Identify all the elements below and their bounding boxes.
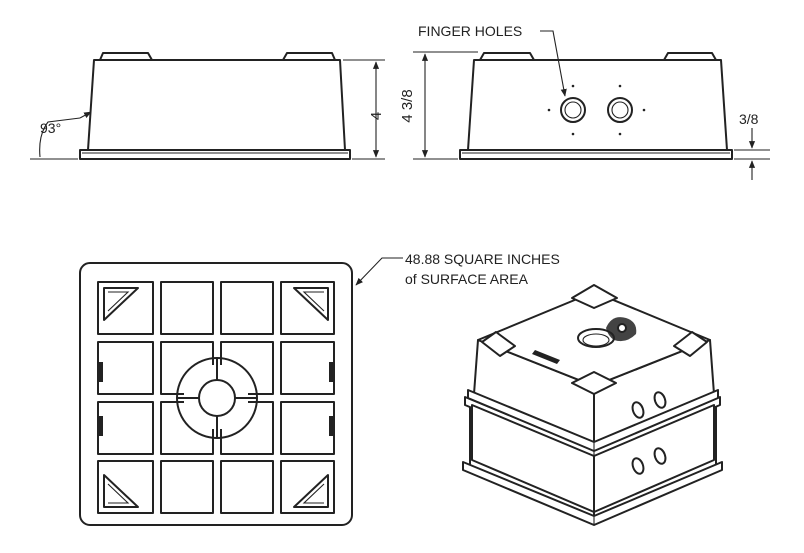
top-view-grid (79, 262, 353, 526)
surface-area-line2: of SURFACE AREA (405, 271, 529, 287)
finger-holes-leader (540, 30, 567, 97)
corner-gusset-top-left (103, 287, 139, 321)
center-ring (176, 357, 258, 439)
finger-holes-label: FINGER HOLES (418, 23, 522, 39)
surface-area-leader (355, 257, 403, 286)
base-thickness-label: 3/8 (739, 111, 759, 127)
corner-gusset-top-right (293, 287, 329, 321)
side-slot (99, 416, 103, 436)
corner-gusset-bottom-right (293, 474, 329, 508)
side-slot (329, 362, 333, 382)
finger-hole-left (547, 84, 586, 136)
height-label-left: 4 (368, 112, 385, 120)
isometric-stacked-view (462, 284, 723, 526)
corner-gusset-bottom-left (103, 474, 139, 508)
side-elevation-right (413, 51, 770, 180)
side-elevation-left (30, 52, 385, 160)
side-slot (329, 416, 333, 436)
angle-label: 93° (40, 120, 61, 136)
surface-area-line1: 48.88 SQUARE INCHES (405, 251, 560, 267)
finger-hole-right (607, 84, 646, 136)
side-slot (99, 362, 103, 382)
height-label-right: 4 3/8 (399, 89, 416, 122)
